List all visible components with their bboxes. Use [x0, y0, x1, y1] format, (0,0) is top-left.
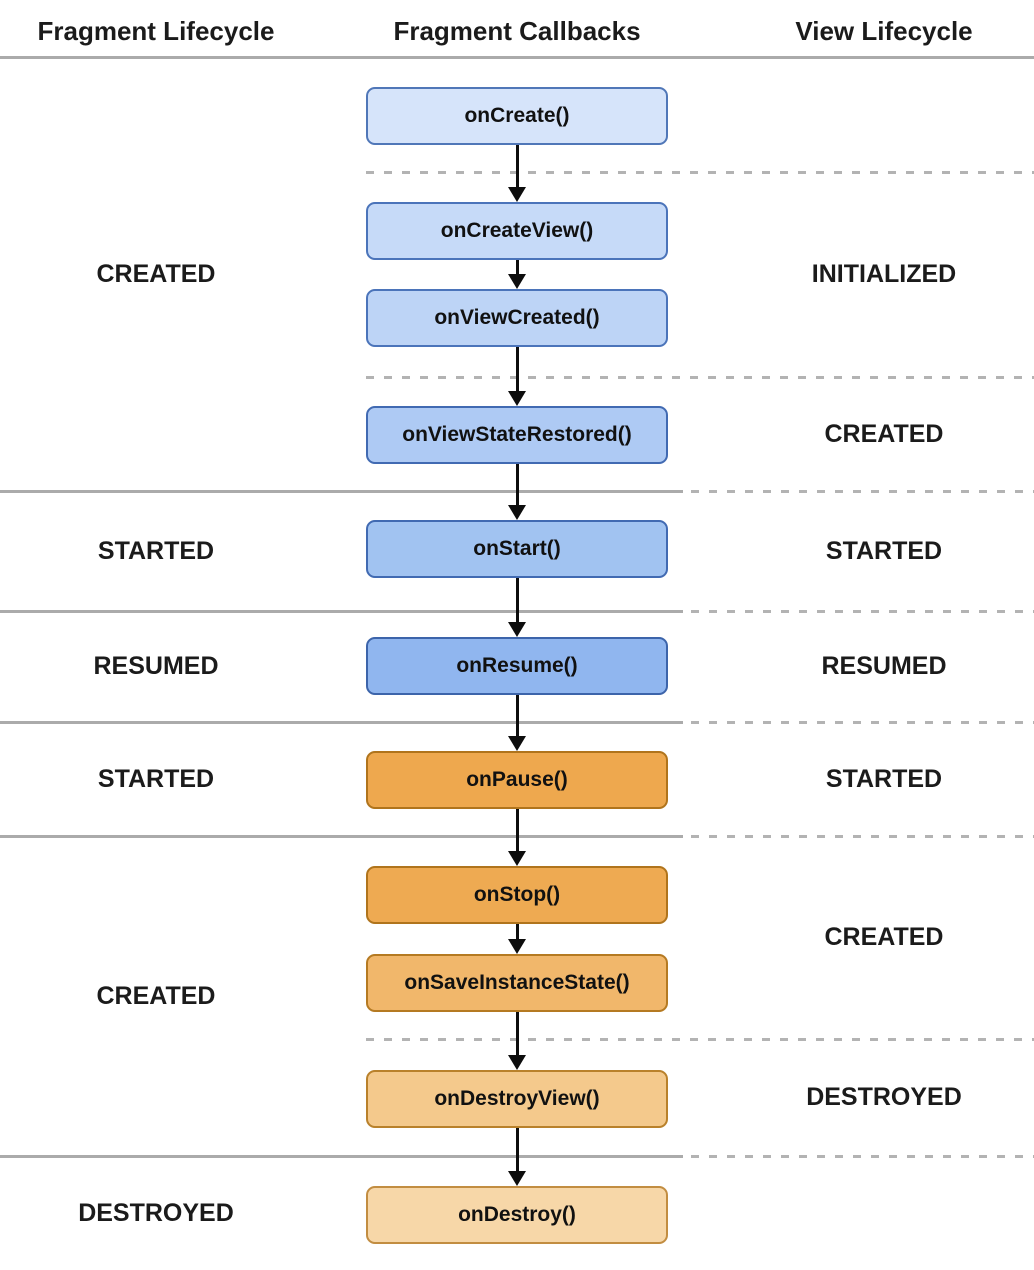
callback-box-onviewstaterestored: onViewStateRestored(): [366, 406, 668, 464]
view-state-resumed: RESUMED: [821, 652, 947, 680]
fragment-state-created-2: CREATED: [96, 982, 216, 1010]
arrow-down-icon: [505, 145, 529, 202]
callback-box-ondestroyview: onDestroyView(): [366, 1070, 668, 1128]
fragment-state-divider: [0, 835, 683, 838]
view-state-divider: [691, 835, 1034, 838]
callback-box-onstart: onStart(): [366, 520, 668, 578]
view-state-divider: [691, 490, 1034, 493]
fragment-state-divider: [0, 490, 683, 493]
fragment-state-destroyed: DESTROYED: [78, 1199, 234, 1227]
view-state-started-2: STARTED: [825, 765, 943, 793]
column-header-fragment-callbacks: Fragment Callbacks: [393, 16, 641, 46]
arrow-down-icon: [505, 1012, 529, 1070]
arrow-down-icon: [505, 578, 529, 637]
column-header-fragment-lifecycle: Fragment Lifecycle: [37, 16, 275, 46]
fragment-state-divider: [0, 721, 683, 724]
callback-box-oncreate: onCreate(): [366, 87, 668, 145]
arrow-down-icon: [505, 260, 529, 289]
arrow-down-icon: [505, 924, 529, 954]
callback-box-onstop: onStop(): [366, 866, 668, 924]
callback-box-onsaveinstancestate: onSaveInstanceState(): [366, 954, 668, 1012]
fragment-state-started-2: STARTED: [97, 765, 215, 793]
view-state-divider: [691, 1155, 1034, 1158]
view-state-divider: [366, 171, 1034, 174]
callback-box-oncreateview: onCreateView(): [366, 202, 668, 260]
arrow-down-icon: [505, 1128, 529, 1186]
view-state-divider: [366, 1038, 1034, 1041]
header-divider: [0, 56, 1034, 59]
callback-box-onpause: onPause(): [366, 751, 668, 809]
view-state-divider: [691, 610, 1034, 613]
view-state-initialized: INITIALIZED: [811, 260, 957, 288]
arrow-down-icon: [505, 464, 529, 520]
arrow-down-icon: [505, 695, 529, 751]
arrow-down-icon: [505, 347, 529, 406]
view-state-started: STARTED: [825, 537, 943, 565]
fragment-state-resumed: RESUMED: [93, 652, 219, 680]
column-header-view-lifecycle: View Lifecycle: [795, 16, 973, 46]
callback-box-ondestroy: onDestroy(): [366, 1186, 668, 1244]
fragment-state-divider: [0, 1155, 683, 1158]
callback-box-onresume: onResume(): [366, 637, 668, 695]
view-state-created-2: CREATED: [824, 923, 944, 951]
fragment-state-divider: [0, 610, 683, 613]
arrow-down-icon: [505, 809, 529, 866]
view-state-divider: [691, 721, 1034, 724]
view-state-divider: [366, 376, 1034, 379]
callback-box-onviewcreated: onViewCreated(): [366, 289, 668, 347]
fragment-state-started: STARTED: [97, 537, 215, 565]
view-state-destroyed: DESTROYED: [806, 1083, 962, 1111]
fragment-state-created: CREATED: [96, 260, 216, 288]
view-state-created: CREATED: [824, 420, 944, 448]
